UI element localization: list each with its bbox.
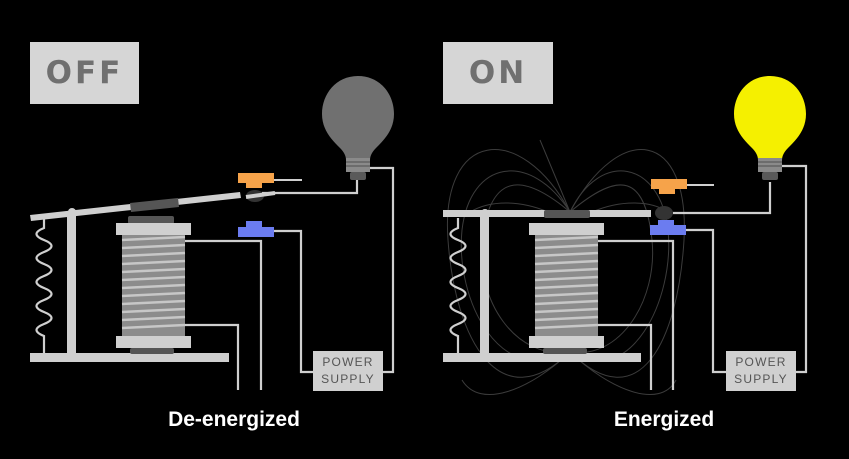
coil-lead-1-off (185, 239, 263, 390)
return-spring-on (449, 218, 467, 353)
base-plate-off (30, 353, 229, 362)
moving-contact-on (655, 206, 673, 220)
state-badge-on: ON (443, 42, 553, 104)
wire-contact-to-psu-on (686, 228, 726, 374)
base-plate-on (443, 353, 641, 362)
coil-lead-2-on (598, 323, 653, 390)
state-badge-off: OFF (30, 42, 139, 104)
contact-top-off (238, 173, 274, 183)
relay-on (443, 76, 808, 396)
coil-lead-2-off (185, 323, 240, 390)
bulb-on (734, 76, 806, 180)
wire-bulb-to-psu-on (780, 164, 808, 374)
relay-off (30, 76, 395, 390)
bulb-off (322, 76, 394, 180)
armature-slug-off (130, 198, 179, 212)
wire-armature-to-bulb-off (262, 180, 359, 195)
pivot-on (481, 209, 489, 217)
coil-cap-bottom-on (529, 336, 604, 348)
power-supply-off: POWER SUPPLY (313, 351, 383, 391)
psu-label-line1: POWER (322, 355, 374, 369)
wire-bulb-to-psu-off (367, 166, 395, 374)
caption-de-energized: De-energized (168, 408, 300, 431)
coil-cap-top-off (116, 223, 191, 235)
power-supply-on: POWER SUPPLY (726, 351, 796, 391)
caption-energized: Energized (613, 408, 715, 431)
armature-post-off (67, 214, 76, 355)
psu-label-line2: SUPPLY (321, 372, 375, 386)
wire-armature-to-bulb-on (673, 182, 772, 215)
return-spring-off (35, 218, 53, 353)
armature-slug-on (544, 210, 590, 218)
contact-bottom-off (238, 227, 274, 237)
coil-lead-1-on (598, 239, 675, 390)
coil-core-top-off (128, 216, 174, 224)
wire-contact-to-psu-off (274, 229, 313, 374)
psu-label-line1: POWER (735, 355, 787, 369)
psu-label-line2: SUPPLY (734, 372, 788, 386)
contact-bottom-on (650, 225, 686, 235)
contact-top-on (651, 179, 687, 189)
coil-cap-bottom-off (116, 336, 191, 348)
pivot-off (68, 208, 76, 216)
coil-cap-top-on (529, 223, 604, 235)
armature-post-on (480, 214, 489, 355)
